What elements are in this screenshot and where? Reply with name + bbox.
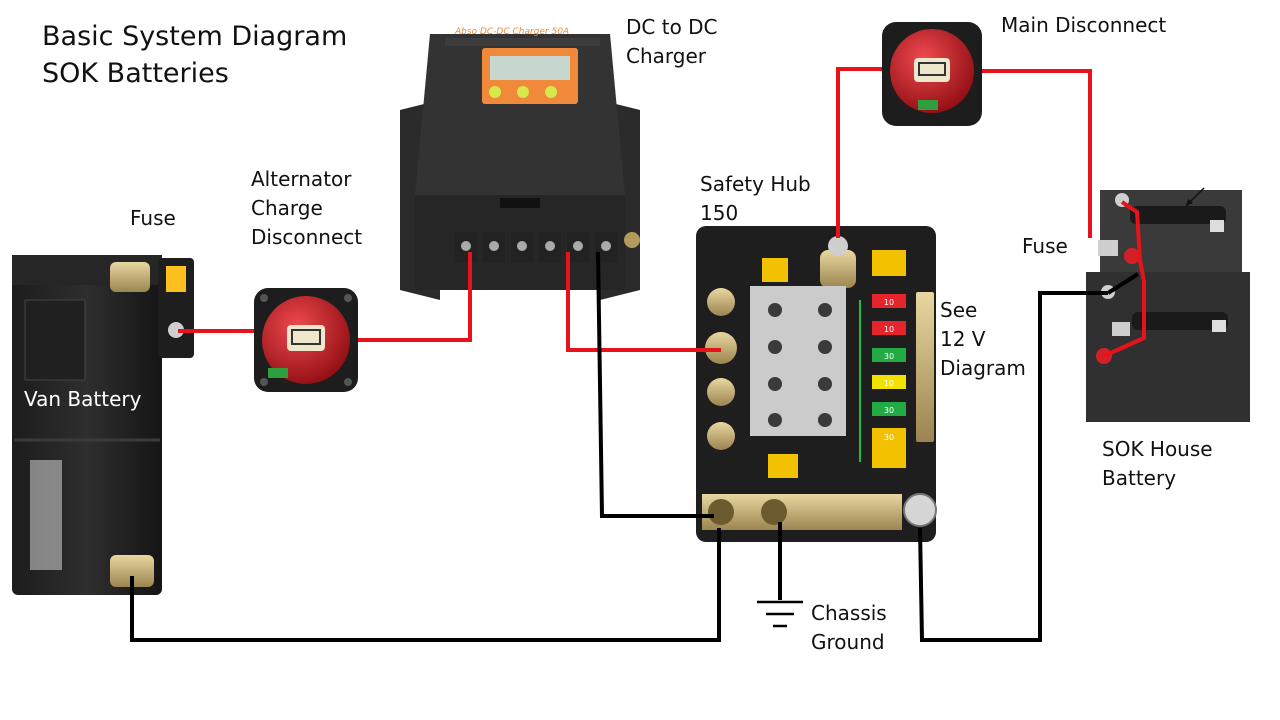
alternator-disconnect-switch xyxy=(254,288,358,392)
sok-house-battery xyxy=(1086,187,1250,422)
see-12v-line-1: See xyxy=(940,298,978,322)
chassis-line-1: Chassis xyxy=(811,601,887,625)
sok-house-battery-label: SOK House Battery xyxy=(1102,435,1213,493)
dc-charger-label: DC to DC Charger xyxy=(626,13,718,71)
alternator-line-2: Charge xyxy=(251,196,323,220)
van-battery-label: Van Battery xyxy=(24,387,142,411)
fuse-rating-text: 10 xyxy=(884,325,894,334)
alternator-line-1: Alternator xyxy=(251,167,352,191)
fuse-block xyxy=(872,294,906,468)
dc-dc-charger: Abso DC-DC Charger 50A xyxy=(400,27,640,300)
van-battery xyxy=(12,255,194,595)
positive-wires xyxy=(178,67,1146,358)
main-disconnect-label: Main Disconnect xyxy=(1001,13,1167,37)
wire-house-series xyxy=(1103,200,1146,358)
fuse-rating-text: 10 xyxy=(884,379,894,388)
wire-van-neg-to-hub xyxy=(130,528,721,642)
fuse-right-label: Fuse xyxy=(1022,234,1068,258)
wire-hub-to-house-neg xyxy=(918,291,1108,642)
main-disconnect-switch xyxy=(882,22,982,126)
title-line-2: SOK Batteries xyxy=(42,58,229,89)
dc-charger-line-2: Charger xyxy=(626,44,706,68)
wire-main-to-fuse xyxy=(982,69,1092,238)
title-line-1: Basic System Diagram xyxy=(42,21,348,52)
wire-charger-neg-to-hub xyxy=(596,251,714,518)
fuse-rating-text: 30 xyxy=(884,406,894,415)
wire-house-neg-link xyxy=(1106,272,1140,295)
alternator-line-3: Disconnect xyxy=(251,225,363,249)
wire-hub-to-main xyxy=(836,67,882,238)
chassis-ground-label: Chassis Ground xyxy=(811,599,887,657)
diagram-title: Basic System Diagram SOK Batteries xyxy=(42,18,347,92)
dc-charger-line-1: DC to DC xyxy=(626,15,718,39)
fuse-left-label: Fuse xyxy=(130,206,176,230)
sok-house-line-2: Battery xyxy=(1102,466,1177,490)
negative-wires xyxy=(130,251,1140,642)
chassis-line-2: Ground xyxy=(811,630,885,654)
alternator-disconnect-label: Alternator Charge Disconnect xyxy=(251,165,362,252)
safety-hub-line-2: 150 xyxy=(700,201,739,225)
charger-brand-text: Abso DC-DC Charger 50A xyxy=(454,27,569,37)
sok-house-line-1: SOK House xyxy=(1102,437,1213,461)
fuse-rating-text: 10 xyxy=(884,298,894,307)
fuse-rating-text: 30 xyxy=(884,352,894,361)
see-12v-diagram-label: See 12 V Diagram xyxy=(940,296,1026,383)
safety-hub-line-1: Safety Hub xyxy=(700,172,811,196)
safety-hub-150 xyxy=(696,226,937,542)
ground-icon xyxy=(757,600,803,628)
wire-switch-to-charger xyxy=(358,252,472,342)
see-12v-line-2: 12 V xyxy=(940,327,986,351)
see-12v-line-3: Diagram xyxy=(940,356,1026,380)
wire-charger-to-hub xyxy=(566,252,721,352)
fuse-rating-text: 30 xyxy=(884,433,894,442)
safety-hub-label: Safety Hub 150 xyxy=(700,170,811,228)
